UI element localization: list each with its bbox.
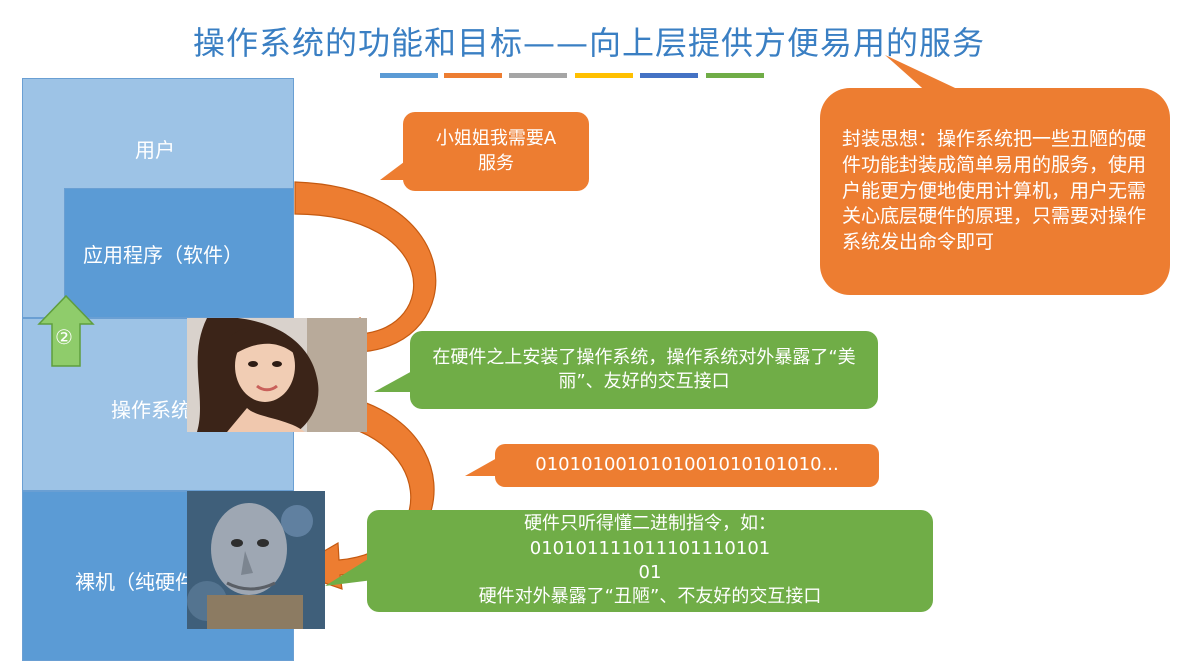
hardware-photo xyxy=(187,491,325,629)
bubble-hardware-interface-tail xyxy=(325,556,373,590)
bubble-encapsulation-text: 封装思想：操作系统把一些丑陋的硬件功能封装成简单易用的服务，使用户能更方便地使用… xyxy=(842,127,1148,255)
bubble-encapsulation: 封装思想：操作系统把一些丑陋的硬件功能封装成简单易用的服务，使用户能更方便地使用… xyxy=(820,88,1170,295)
bubble-hardware-interface-text: 硬件只听得懂二进制指令，如： 010101111011101110101 01 … xyxy=(479,512,822,609)
bubble-os-interface-text: 在硬件之上安装了操作系统，操作系统对外暴露了“美丽”、友好的交互接口 xyxy=(428,346,860,395)
bubble-os-interface-tail xyxy=(374,370,414,400)
bubble-hardware-interface: 硬件只听得懂二进制指令，如： 010101111011101110101 01 … xyxy=(367,510,933,612)
bubble-os-interface: 在硬件之上安装了操作系统，操作系统对外暴露了“美丽”、友好的交互接口 xyxy=(410,331,878,409)
bubble-request-text: 小姐姐我需要A 服务 xyxy=(436,127,556,176)
bubble-binary: 0101010010101001010101010... xyxy=(495,444,879,487)
bubble-binary-text: 0101010010101001010101010... xyxy=(535,453,838,477)
bubble-request: 小姐姐我需要A 服务 xyxy=(403,112,589,191)
os-photo xyxy=(187,318,367,432)
